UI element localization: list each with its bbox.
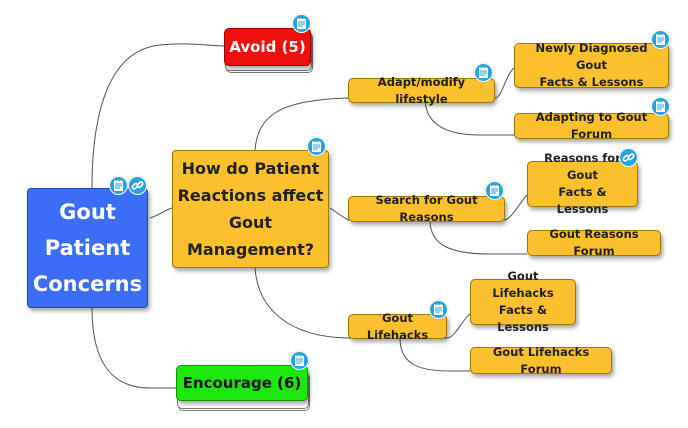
encourage-label: Encourage (6)	[182, 374, 302, 392]
leaf-reasons-forum[interactable]: Gout Reasons Forum	[527, 227, 661, 258]
leaf-lifehacks-facts[interactable]: Gout Lifehacks Facts & Lessons	[470, 269, 576, 334]
connector-root-encourage	[91, 307, 176, 389]
connector-root-avoid	[91, 43, 225, 189]
branch-label: Search for Gout Reasons	[375, 193, 478, 224]
encourage-node[interactable]: Encourage (6)	[176, 365, 308, 401]
leaf-label-line: Newly Diagnosed Gout	[535, 41, 648, 72]
avoid-label: Avoid (5)	[229, 38, 306, 56]
leaf-label-line: Gout Lifehacks	[492, 269, 554, 300]
root-node[interactable]: Gout Patient Concerns	[27, 188, 148, 308]
connector-root-central	[149, 207, 173, 219]
root-title-line: Patient	[44, 236, 131, 260]
leaf-label: Gout Lifehacks Forum	[492, 344, 590, 376]
connector-reasons-facts	[504, 194, 528, 221]
connector-lifestyle-newly	[494, 67, 515, 99]
note-icon[interactable]	[485, 181, 504, 200]
leaf-label-line: Facts & Lessons	[556, 185, 609, 216]
central-node[interactable]: How do Patient Reactions affect Gout Man…	[172, 150, 329, 268]
branch-search-reasons[interactable]: Search for Gout Reasons	[348, 193, 505, 224]
connector-central-lifehacks	[254, 267, 447, 339]
leaf-label-line: Reasons for Gout	[544, 151, 621, 182]
central-title-line: Management?	[186, 240, 315, 259]
connector-lifehacks-facts	[446, 313, 471, 339]
link-icon[interactable]	[128, 176, 147, 195]
connector-lifestyle-adapting	[424, 97, 514, 136]
leaf-lifehacks-forum[interactable]: Gout Lifehacks Forum	[470, 345, 612, 376]
branch-lifehacks[interactable]: Gout Lifehacks	[348, 311, 447, 342]
root-title-line: Concerns	[32, 272, 143, 296]
leaf-adapting-forum[interactable]: Adapting to Gout Forum	[514, 110, 669, 141]
link-icon[interactable]	[619, 148, 638, 167]
root-title-line: Gout	[59, 200, 116, 224]
connector-lifehacks-forum	[399, 337, 470, 372]
note-icon[interactable]	[651, 97, 670, 116]
note-icon[interactable]	[429, 300, 448, 319]
branch-label: Gout Lifehacks	[366, 310, 429, 342]
leaf-label-line: Facts & Lessons	[497, 303, 549, 334]
branch-adapt-lifestyle[interactable]: Adapt/modify lifestyle	[348, 75, 495, 106]
note-icon[interactable]	[307, 137, 326, 156]
leaf-reasons-facts[interactable]: Reasons for Gout Facts & Lessons	[527, 151, 638, 216]
avoid-node[interactable]: Avoid (5)	[224, 28, 311, 66]
branch-label: Adapt/modify lifestyle	[377, 74, 466, 106]
leaf-newly-diagnosed[interactable]: Newly Diagnosed Gout Facts & Lessons	[514, 41, 669, 89]
note-icon[interactable]	[109, 176, 128, 195]
connector-central-reasons	[329, 207, 505, 221]
note-icon[interactable]	[474, 63, 493, 82]
connector-central-lifestyle	[254, 97, 495, 151]
connector-reasons-forum	[429, 219, 527, 255]
central-title-line: Gout	[228, 213, 273, 232]
leaf-label-line: Facts & Lessons	[539, 75, 644, 89]
note-icon[interactable]	[292, 14, 311, 33]
leaf-label: Adapting to Gout Forum	[535, 110, 648, 141]
central-title-line: How do Patient	[181, 159, 320, 178]
note-icon[interactable]	[651, 30, 670, 49]
note-icon[interactable]	[290, 351, 309, 370]
leaf-label: Gout Reasons Forum	[549, 227, 639, 258]
central-title-line: Reactions affect	[177, 186, 324, 205]
